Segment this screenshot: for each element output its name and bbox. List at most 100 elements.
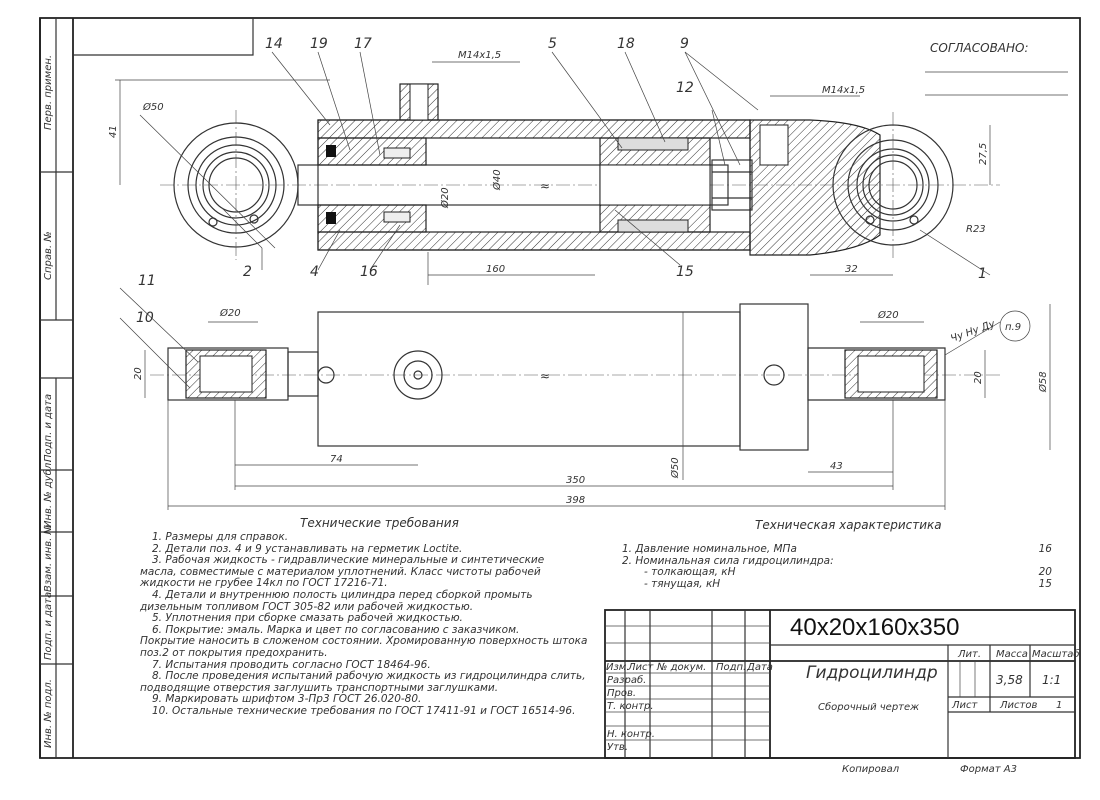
pos-9: 9: [680, 36, 689, 52]
pos-11: 11: [138, 273, 156, 289]
dim-d50-top: Ø50: [142, 101, 164, 113]
req-line: 9. Маркировать шрифтом 3-Пр3 ГОСТ 26.020…: [152, 693, 422, 706]
dim-d58: Ø58: [1037, 371, 1049, 393]
pos-12: 12: [676, 80, 694, 96]
req-line: 8. После проведения испытаний рабочую жи…: [152, 670, 586, 683]
req-line: 3. Рабочая жидкость - гидравлические мин…: [152, 554, 545, 567]
sheet-frame: [39, 17, 1081, 759]
dim-32: 32: [845, 264, 858, 275]
port-side: [393, 350, 443, 400]
dim-41: 41: [108, 125, 119, 138]
sheets-label: Листов: [999, 700, 1037, 711]
svg-text:≈: ≈: [540, 369, 550, 383]
requirements-title: Технические требования: [300, 516, 459, 530]
requirements-list: 1. Размеры для справок. 2. Детали поз. 4…: [140, 531, 588, 718]
drawing-name: Гидроцилиндр: [806, 663, 938, 683]
note-callout-circle: [999, 310, 1031, 342]
char-row: 2. Номинальная сила гидроцилиндра:: [622, 554, 1052, 568]
dim-20-right: 20: [973, 371, 984, 384]
dim-27-5: 27,5: [978, 143, 989, 165]
char-label: - тянущая, кН: [644, 577, 721, 590]
req-line: подводящие отверстия заглушить транспорт…: [140, 681, 499, 694]
dim-d50-bottom: Ø50: [669, 457, 681, 479]
drawing-designation: 40x20x160x350: [790, 614, 960, 641]
dim-43: 43: [830, 461, 843, 472]
req-line: дизельным топливом ГОСТ 305-82 или рабоч…: [140, 600, 474, 613]
pos-17: 17: [354, 36, 372, 52]
stamp-perv-primen: Перв. примен.: [43, 55, 54, 130]
req-line: Покрытие наносить в сложеном состоянии. …: [140, 635, 588, 648]
char-label: 1. Давление номинальное, МПа: [622, 543, 797, 555]
pos-19: 19: [310, 36, 328, 52]
req-line: 1. Размеры для справок.: [152, 531, 289, 543]
pos-1: 1: [978, 266, 987, 282]
copied-label: Копировал: [842, 764, 900, 775]
stamp-podp-data-1: Подп. и дата: [43, 394, 54, 462]
barrel-side: [317, 311, 741, 447]
req-line: жидкости не грубее 14кл по ГОСТ 17216-71…: [140, 577, 388, 590]
side-stamps: Перв. примен. Справ. № Подп. и дата Инв.…: [42, 55, 54, 748]
dim-d20-left: Ø20: [219, 307, 241, 319]
roughness-note: п.9: [1005, 322, 1021, 333]
char-label: 2. Номинальная сила гидроцилиндра:: [622, 554, 834, 567]
char-value: 15: [1038, 577, 1052, 590]
pos-2: 2: [243, 264, 252, 280]
req-line: 10. Остальные технические требования по …: [152, 704, 576, 717]
format-label: Формат А3: [960, 764, 1017, 775]
req-line: масла, совместимые с материалом уплотнен…: [140, 565, 541, 578]
mass-value: 3,58: [996, 673, 1023, 687]
pos-5: 5: [548, 36, 557, 52]
section-view: ≈: [115, 51, 1000, 285]
col-list: Лист: [627, 662, 655, 673]
req-line: 6. Покрытие: эмаль. Марка и цвет по согл…: [152, 623, 520, 636]
approval-block: СОГЛАСОВАНО:: [925, 41, 1068, 96]
req-line: 5. Уплотнения при сборке смазать рабочей…: [152, 612, 463, 625]
dim-350: 350: [566, 475, 585, 486]
dim-398: 398: [566, 495, 585, 506]
stamp-sprav: Справ. №: [43, 231, 54, 280]
char-row: - толкающая, кН 20: [622, 567, 1052, 579]
row-tkontr: Т. контр.: [607, 701, 654, 712]
char-value: 20: [1038, 566, 1052, 579]
char-row: - тянущая, кН 15: [622, 577, 1052, 591]
dim-d20-right: Ø20: [877, 309, 899, 321]
row-prov: Пров.: [607, 688, 636, 699]
outline-view: ≈: [119, 287, 1051, 510]
col-date: Дата: [746, 662, 773, 673]
sheet-label: Лист: [951, 700, 979, 711]
dim-thread-right: M14x1,5: [822, 85, 865, 96]
scale-value: 1:1: [1042, 673, 1061, 687]
section-labels: 14 19 17 5 18 9 12 2 4 16 15 1 M14x1,5 M…: [108, 36, 989, 282]
characteristics-list: 1. Давление номинальное, МПа 16 2. Номин…: [622, 543, 1052, 591]
req-line: поз.2 от покрытия предохранить.: [140, 646, 328, 659]
dim-d40: Ø40: [491, 169, 503, 191]
stamp-inv-podl: Инв. № подл.: [43, 679, 54, 748]
roughness-mark: Чу Ну Ду: [949, 318, 997, 345]
req-line: 7. Испытания проводить согласно ГОСТ 184…: [152, 658, 431, 671]
dim-160: 160: [486, 264, 505, 275]
row-razrab: Разраб.: [607, 674, 646, 686]
svg-text:≈: ≈: [540, 179, 550, 193]
dim-thread-left: M14x1,5: [458, 50, 501, 61]
stamp-vzam-inv: Взам. инв. №: [43, 524, 54, 592]
piston-rod: [297, 164, 729, 206]
sheets-value: 1: [1056, 700, 1062, 711]
characteristics-title: Техническая характеристика: [755, 518, 942, 532]
pos-16: 16: [360, 264, 378, 280]
pos-18: 18: [617, 36, 635, 52]
char-value: 16: [1038, 543, 1052, 555]
lit-label: Лит.: [957, 649, 981, 660]
stamp-inv-dubl: Инв. № дубл.: [42, 460, 54, 528]
pos-10: 10: [136, 310, 154, 326]
pos-14: 14: [265, 36, 283, 52]
col-izm: Изм.: [606, 662, 630, 673]
stamp-podp-data-2: Подп. и дата: [43, 592, 54, 660]
title-block: Изм. Лист № докум. Подп. Дата Разраб. Пр…: [604, 609, 1080, 775]
req-line: 4. Детали и внутреннюю полость цилиндра …: [152, 588, 533, 601]
pos-4: 4: [310, 264, 319, 280]
dim-r23: R23: [966, 224, 986, 235]
col-sign: Подп.: [716, 662, 746, 673]
char-row: 1. Давление номинальное, МПа 16: [622, 543, 1052, 556]
